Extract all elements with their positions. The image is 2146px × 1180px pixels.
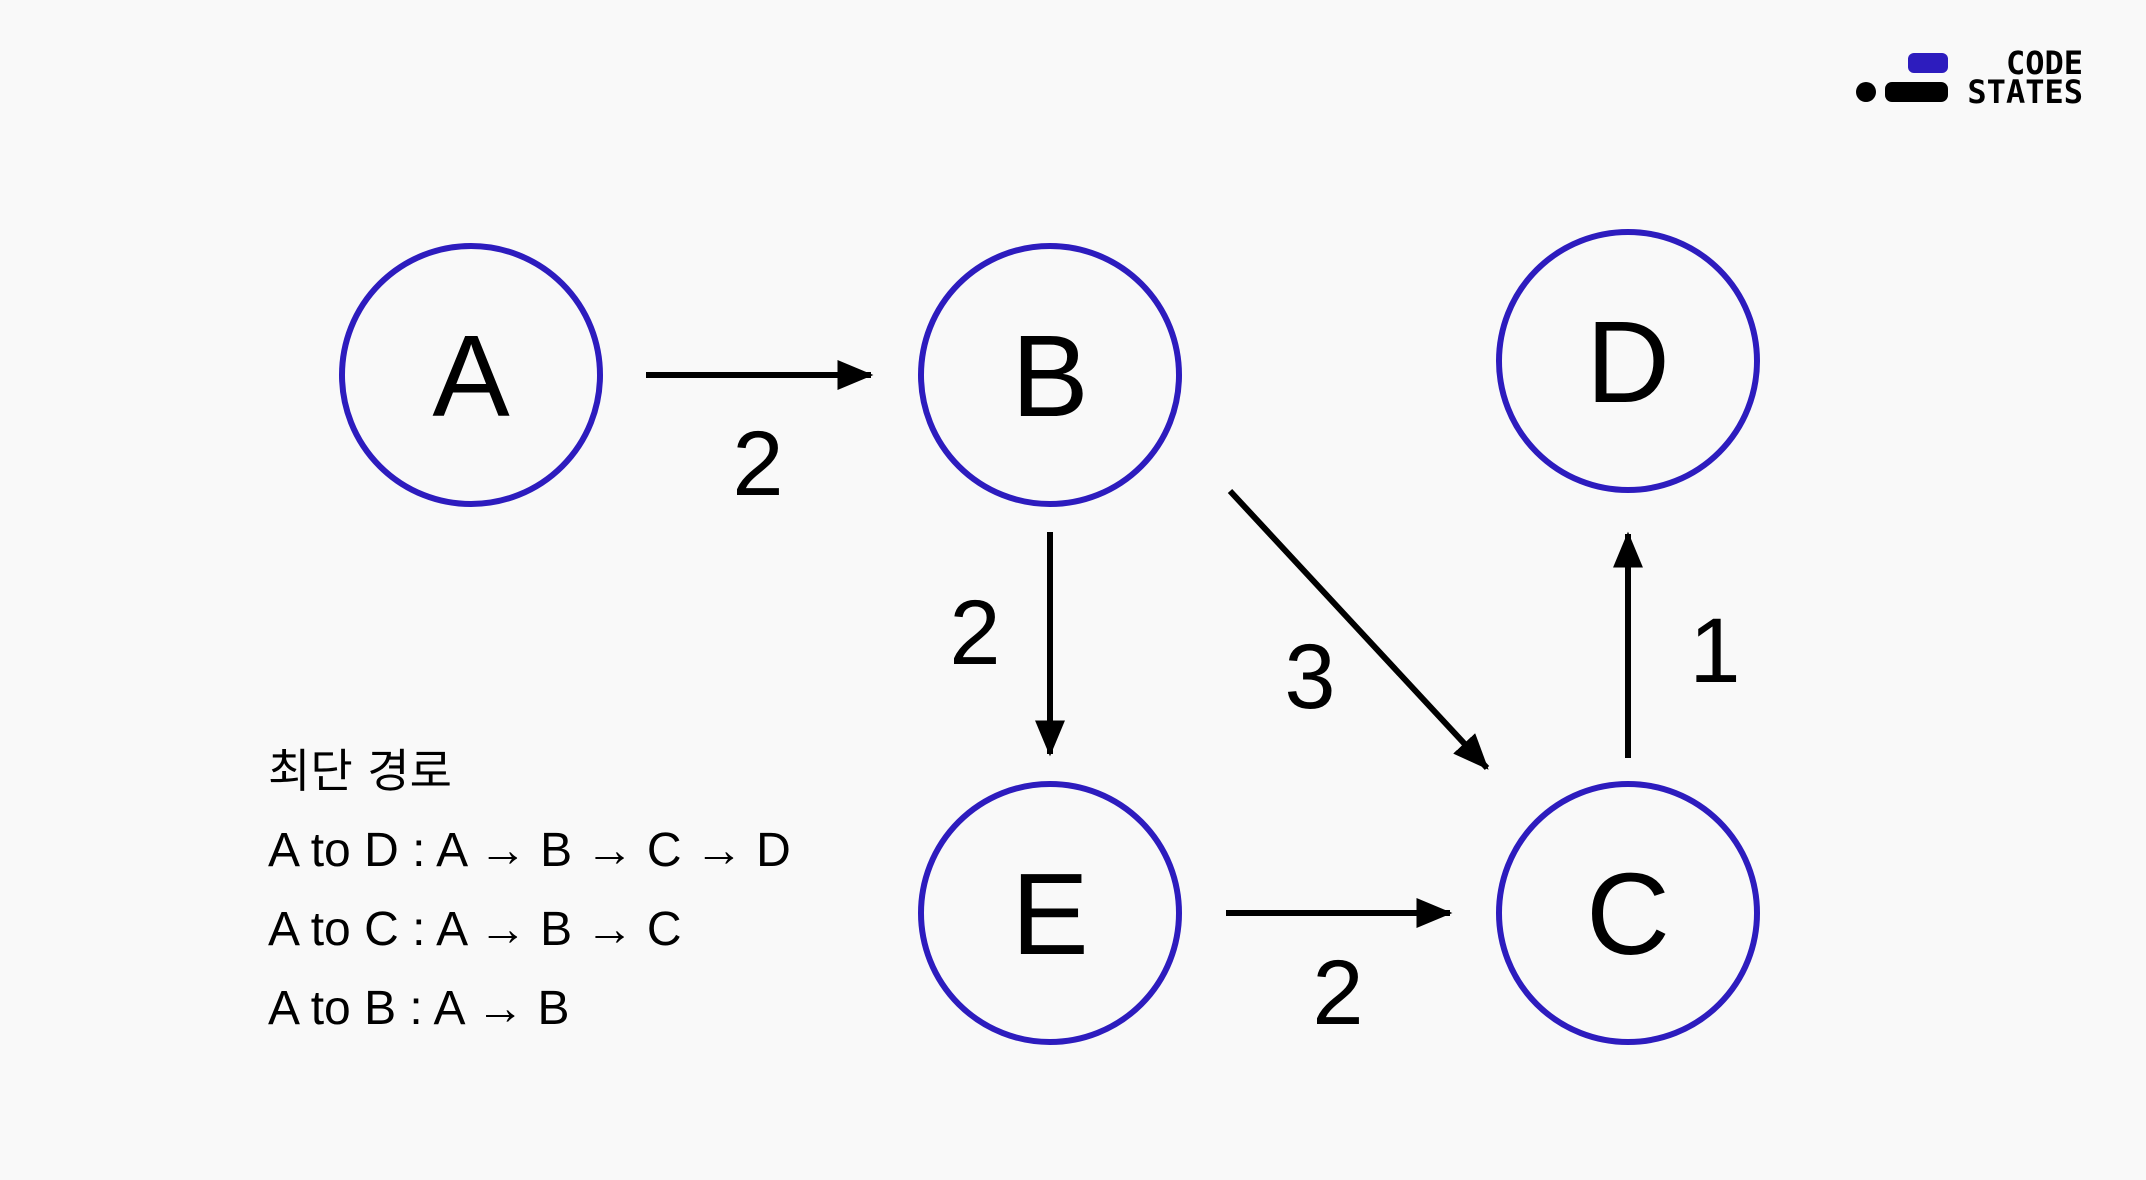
edge-e-c: 2 [1226,898,1453,1044]
logo-dot [1856,82,1876,102]
edge-b-c: 3 [1227,488,1490,771]
node-a: A [339,243,603,507]
node-c-circle [1496,781,1760,1045]
node-c-label: C [1586,849,1670,979]
node-a-label: A [432,311,510,441]
edge-b-e: 2 [949,532,1065,757]
edge-e-c-weight: 2 [1312,942,1363,1044]
shortest-paths-panel: 최단 경로 A to D : A → B → C → D A to C : A … [268,738,791,1055]
node-e-label: E [1011,849,1088,979]
node-c: C [1496,781,1760,1045]
node-a-circle [339,243,603,507]
node-b-circle [918,243,1182,507]
edge-a-b: 2 [646,360,874,515]
node-d-circle [1496,229,1760,493]
shortest-path-a-to-d: A to D : A → B → C → D [268,824,791,877]
edge-b-c-weight: 3 [1284,626,1335,728]
node-d-label: D [1586,297,1670,427]
edge-b-e-weight: 2 [949,582,1000,684]
node-b-label: B [1011,311,1088,441]
node-e-circle [918,781,1182,1045]
edge-c-d-weight: 1 [1689,600,1740,702]
node-e: E [918,781,1182,1045]
shortest-path-a-to-b: A to B : A → B [268,982,570,1035]
logo-text-line1: CODE [2006,44,2083,82]
logo-bar [1885,82,1948,102]
shortest-paths-title: 최단 경로 [268,744,452,798]
shortest-path-a-to-c: A to C : A → B → C [268,903,682,956]
edge-b-c-arrow [1227,488,1490,771]
node-b: B [918,243,1182,507]
logo-accent-pill [1908,53,1948,73]
edge-c-d: 1 [1613,531,1741,758]
code-states-logo: CODE STATES [1856,44,2083,111]
logo-text-line2: STATES [1967,73,2083,111]
node-d: D [1496,229,1760,493]
edge-a-b-weight: 2 [732,413,783,515]
